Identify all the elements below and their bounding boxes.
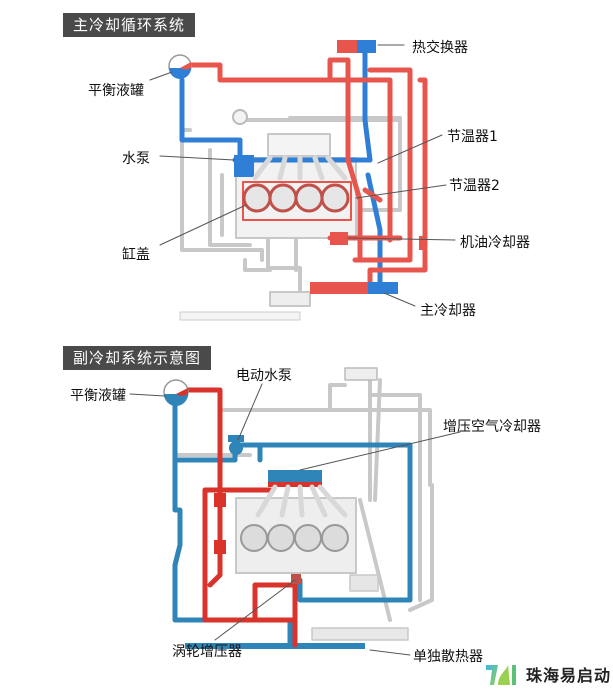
heat-exchanger bbox=[337, 40, 357, 53]
label-expansion-tank-aux: 平衡液罐 bbox=[70, 388, 126, 404]
hot-pipes-aux bbox=[182, 387, 298, 648]
filler-cap-icon bbox=[232, 109, 248, 125]
label-turbocharger: 涡轮增压器 bbox=[172, 644, 242, 660]
aux-heat-exchanger bbox=[344, 367, 378, 381]
oil-cooler bbox=[330, 232, 348, 245]
label-electric-pump: 电动水泵 bbox=[236, 368, 292, 384]
main-system-diagram bbox=[149, 40, 456, 321]
label-main-radiator: 主冷却器 bbox=[420, 303, 476, 319]
label-oil-cooler: 机油冷却器 bbox=[460, 235, 530, 251]
leaf-logo-icon bbox=[486, 665, 516, 685]
cylinders bbox=[242, 181, 352, 221]
brand-name: 珠海易启动 bbox=[526, 666, 612, 685]
label-heat-exchanger: 热交换器 bbox=[412, 40, 468, 56]
label-charge-air-cooler: 增压空气冷却器 bbox=[443, 419, 541, 435]
label-separate-radiator: 单独散热器 bbox=[413, 649, 483, 665]
leader-lines bbox=[149, 44, 456, 307]
grey-pipes bbox=[180, 116, 402, 292]
water-pump bbox=[234, 155, 254, 177]
runners-aux bbox=[255, 484, 348, 518]
main-system-title: 主冷却循环系统 bbox=[63, 13, 196, 37]
electric-pump bbox=[229, 441, 243, 455]
brand-watermark: 珠海易启动 bbox=[484, 661, 611, 687]
label-water-pump: 水泵 bbox=[122, 151, 150, 167]
label-expansion-tank: 平衡液罐 bbox=[88, 83, 144, 99]
leader-lines-aux bbox=[129, 383, 461, 656]
sump bbox=[269, 291, 311, 307]
label-thermostat-1: 节温器1 bbox=[447, 129, 498, 145]
turbocharger bbox=[291, 574, 301, 584]
label-thermostat-2: 节温器2 bbox=[449, 178, 500, 194]
intake-manifold bbox=[267, 133, 331, 157]
runners bbox=[252, 155, 348, 181]
main-radiator bbox=[310, 282, 368, 294]
cylinders-aux bbox=[240, 524, 349, 552]
separate-radiator bbox=[185, 643, 365, 649]
charge-air-cooler bbox=[268, 470, 322, 482]
label-cylinder-head: 缸盖 bbox=[122, 247, 150, 263]
aux-system-title: 副冷却系统示意图 bbox=[63, 346, 212, 370]
aux-system-diagram bbox=[129, 367, 461, 656]
